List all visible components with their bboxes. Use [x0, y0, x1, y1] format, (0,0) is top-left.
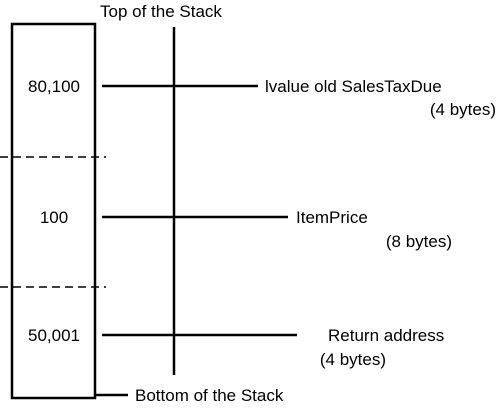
slot-size-3: (4 bytes): [319, 350, 386, 369]
stack-box: [10, 22, 97, 400]
slot-size-2: (8 bytes): [385, 232, 452, 251]
slot-value-1: 80,100: [28, 77, 80, 96]
slot-label-2: ItemPrice: [296, 208, 368, 227]
slot-value-3: 50,001: [28, 326, 80, 345]
top-of-stack-label: Top of the Stack: [100, 2, 222, 21]
slot-value-2: 100: [39, 208, 69, 227]
bottom-of-stack-label: Bottom of the Stack: [135, 386, 284, 405]
slot-size-1: (4 bytes): [429, 100, 496, 119]
slot-label-1: lvalue old SalesTaxDue: [265, 77, 442, 96]
slot-label-3: Return address: [328, 326, 445, 345]
